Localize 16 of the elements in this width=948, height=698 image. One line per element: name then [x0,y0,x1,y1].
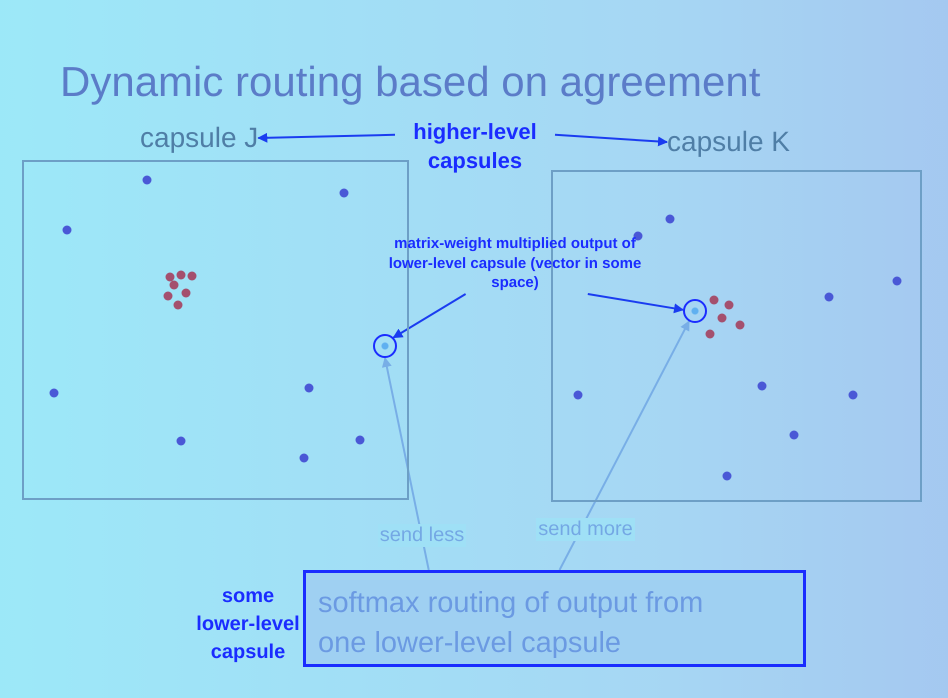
annotation-text: matrix-weight multiplied output of lower-level capsule (vector in some space) [385,234,645,294]
slide-title: Dynamic routing based on agreement [60,58,760,106]
capsule-heading: capsule J [140,122,258,154]
annotation-text: higher-level capsules [395,118,555,174]
highlight-circle [373,334,397,358]
arrow [554,134,668,146]
arrow [558,320,690,570]
capsule-heading: capsule K [667,126,790,158]
arrow [382,357,430,570]
edge-label: send less [378,524,466,548]
arrow [257,132,396,143]
side-note: some lower-level capsule [195,584,301,665]
highlight-circle [683,299,707,323]
arrow [392,293,466,338]
arrow [588,293,684,314]
edge-label: send more [536,518,635,542]
